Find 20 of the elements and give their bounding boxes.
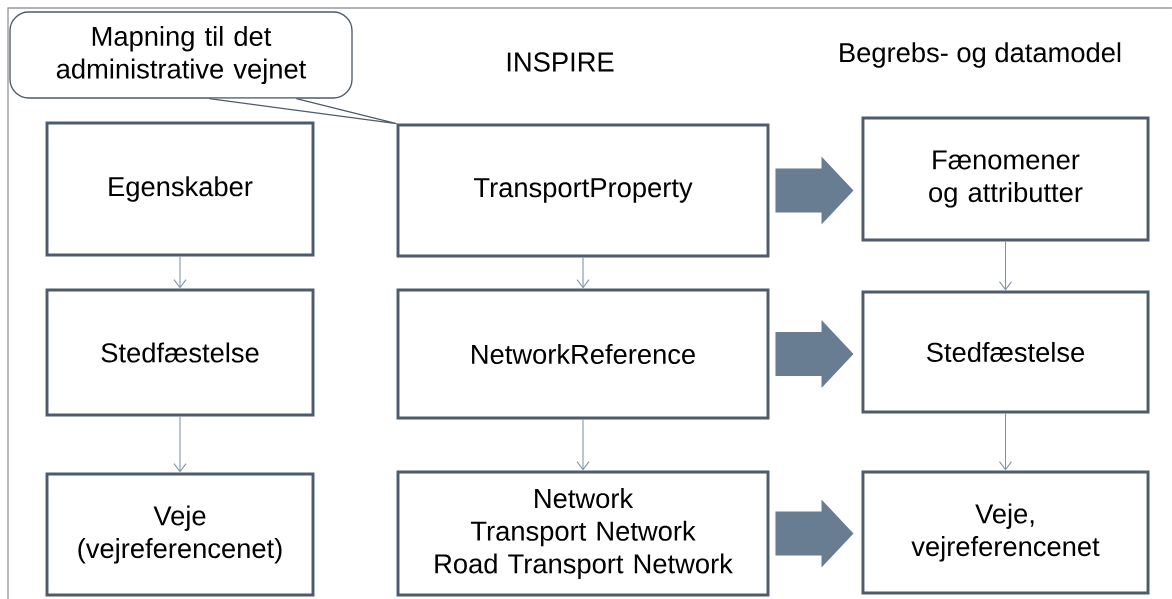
process-box: Veje (vejreferencenet) [45, 472, 315, 597]
column-heading: INSPIRE [507, 52, 614, 72]
process-box: Network Transport Network Road Transport Network [396, 470, 770, 597]
process-box: Stedfæstelse [861, 290, 1150, 414]
process-box: Veje, vejreferencenet [861, 470, 1150, 595]
column-heading: Begrebs- og datamodel [840, 42, 1121, 68]
arrow [576, 256, 590, 289]
process-box: Stedfæstelse [45, 288, 315, 417]
process-box: TransportProperty [396, 123, 770, 258]
arrow [173, 415, 187, 473]
process-box: NetworkReference [396, 288, 770, 420]
block-arrow [775, 156, 854, 225]
block-arrow [775, 499, 854, 568]
arrow [173, 255, 187, 289]
block-arrow [775, 320, 854, 388]
arrow [998, 412, 1013, 471]
process-box: Fænomener og attributter [861, 116, 1150, 242]
arrow [998, 240, 1013, 291]
callout-pointer [208, 98, 398, 125]
arrow [576, 418, 590, 471]
